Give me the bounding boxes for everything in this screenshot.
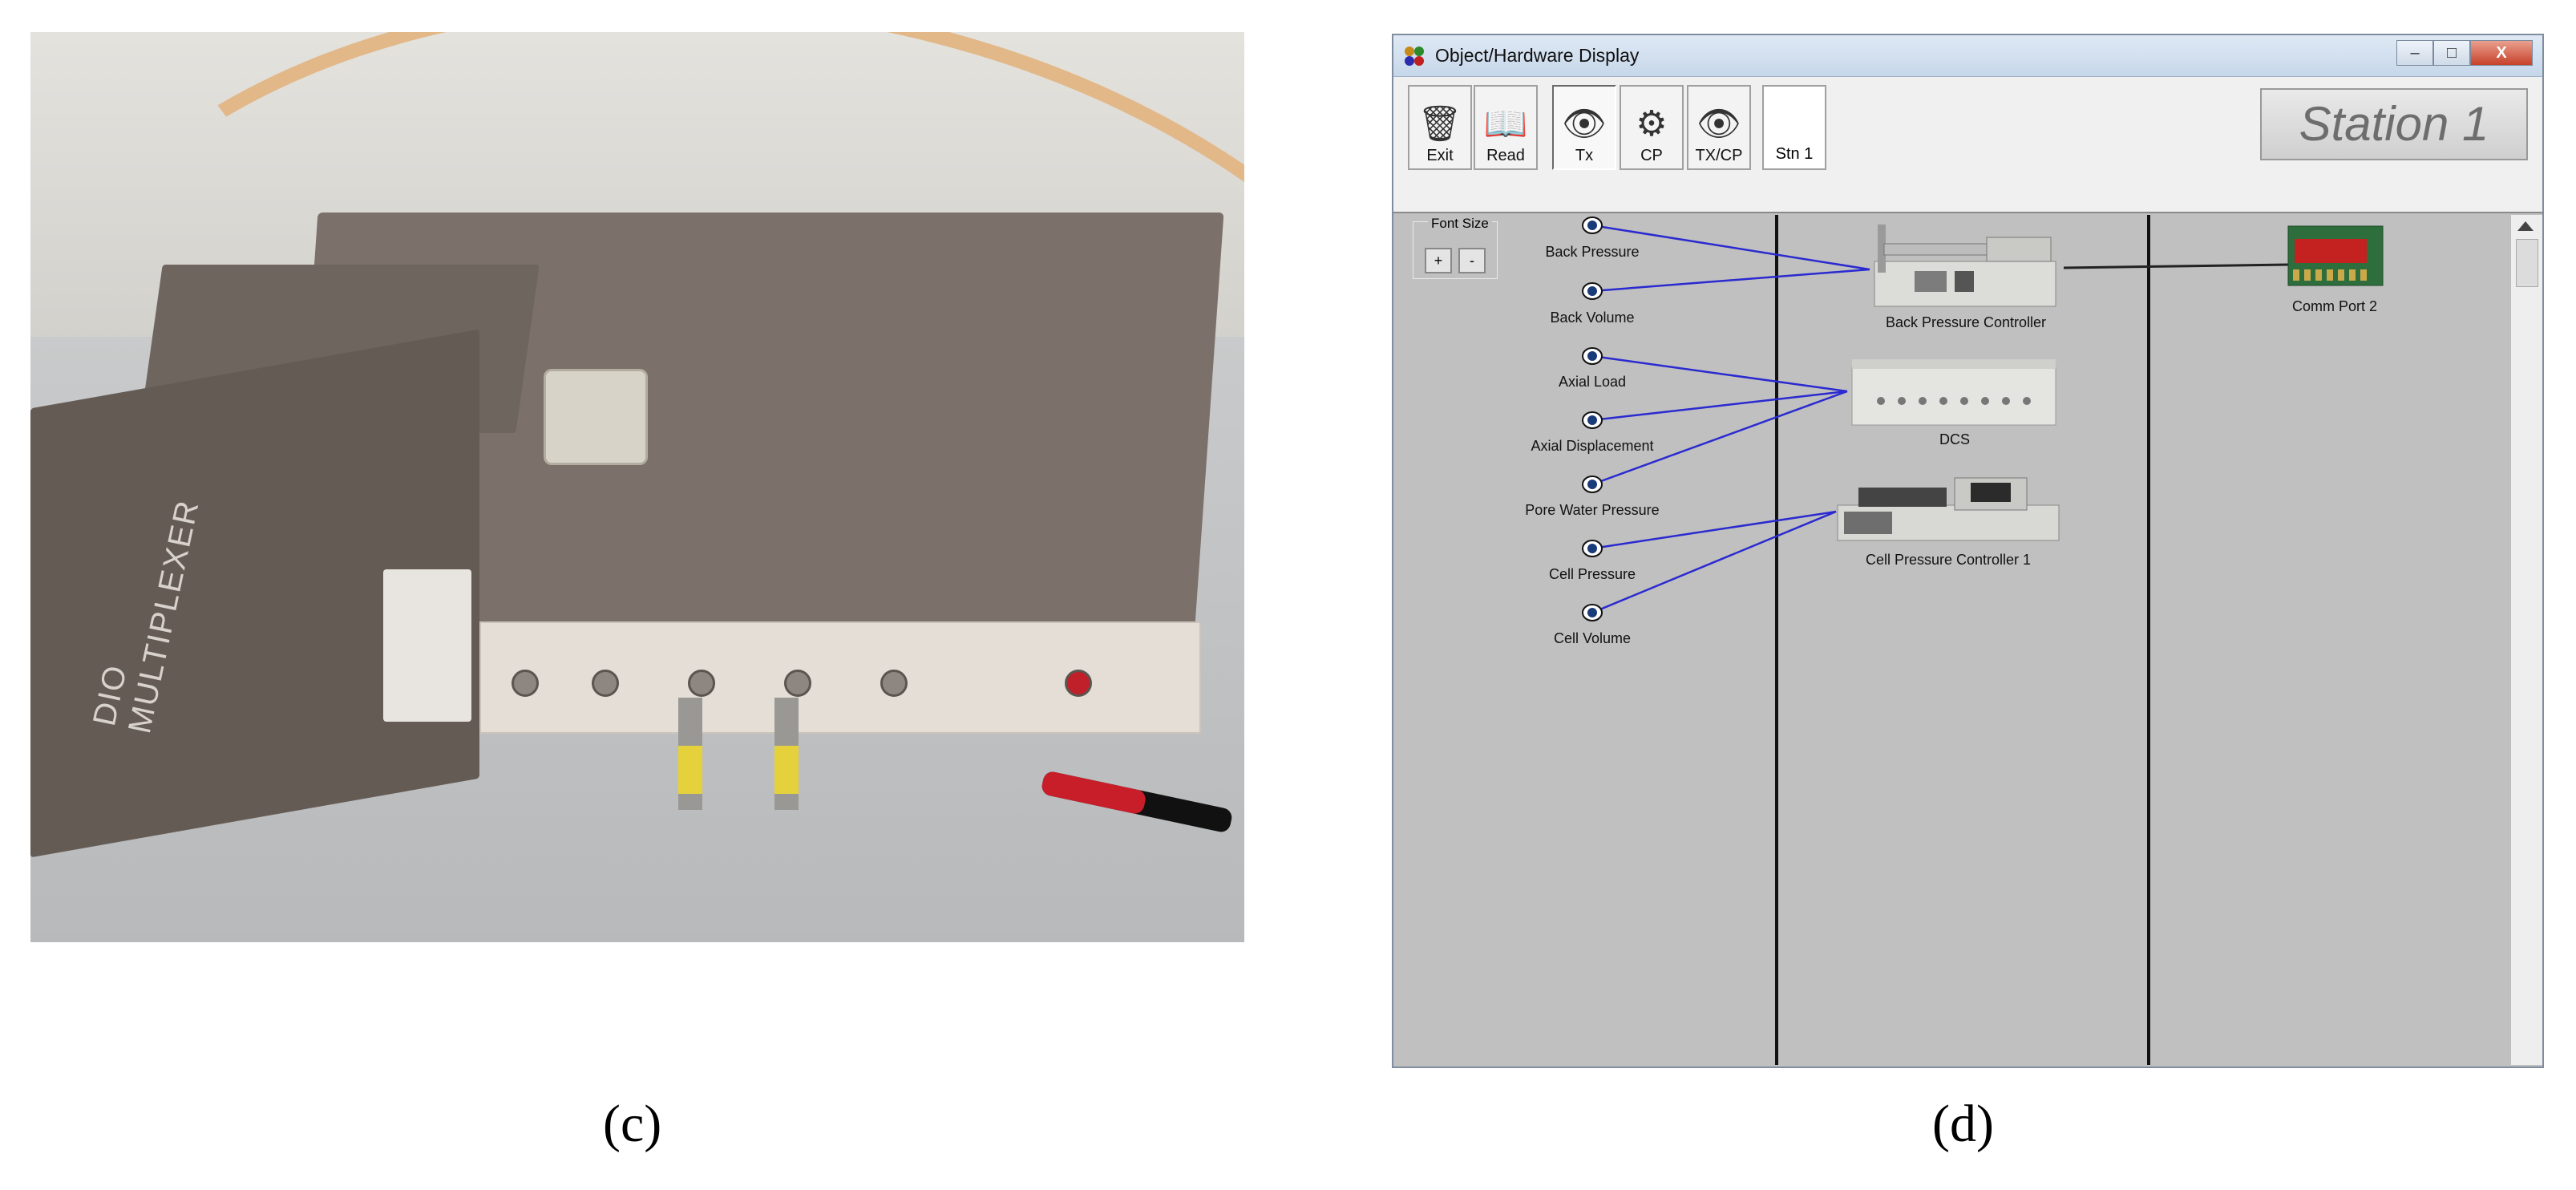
back-pressure-controller-icon[interactable]: [1866, 220, 2064, 310]
comm-port-icon[interactable]: [2285, 221, 2386, 290]
sensor-label: Back Pressure: [1545, 244, 1640, 260]
connection-lines: [1591, 224, 2289, 614]
front-port: [784, 670, 811, 697]
sensor-label: Cell Pressure: [1548, 566, 1636, 582]
multiplexer-logo-plate: [383, 569, 471, 722]
font-size-legend: Font Size: [1428, 216, 1492, 232]
device-label: Back Pressure Controller: [1885, 314, 2047, 330]
sensor-eye-icon[interactable]: [1582, 538, 1603, 559]
eye-icon: 👁: [1562, 104, 1607, 144]
exit-button[interactable]: 🗑 Exit: [1408, 85, 1472, 170]
read-button[interactable]: 📖 Read: [1474, 85, 1538, 170]
sensor-eye-icon[interactable]: [1582, 215, 1603, 236]
txcp-button[interactable]: 👁 TX/CP: [1687, 85, 1751, 170]
font-size-group: Font Size + -: [1413, 216, 1498, 279]
front-port: [512, 670, 539, 697]
caption-c: (c): [603, 1095, 662, 1153]
probe-cable: [678, 698, 702, 810]
column-divider: [2147, 215, 2150, 1065]
sensor-label: Axial Displacement: [1531, 438, 1654, 454]
orange-tube: [30, 32, 1244, 942]
device-label: DCS: [1939, 431, 1970, 447]
title-bar[interactable]: Object/Hardware Display – □ X: [1393, 35, 2542, 77]
trash-can-icon: 🗑: [1417, 104, 1462, 144]
cp-button[interactable]: ⚙ CP: [1620, 85, 1684, 170]
scroll-thumb[interactable]: [2516, 239, 2538, 287]
column-divider: [1775, 215, 1778, 1065]
sensor-label: Axial Load: [1558, 374, 1627, 390]
close-button[interactable]: X: [2470, 40, 2533, 66]
minimize-button[interactable]: –: [2396, 40, 2433, 66]
sensor-eye-icon[interactable]: [1582, 346, 1603, 366]
sensor-eye-icon[interactable]: [1582, 602, 1603, 623]
font-decrease-button[interactable]: -: [1458, 248, 1486, 273]
db-connector: [544, 369, 648, 465]
sensor-eye-icon[interactable]: [1582, 281, 1603, 302]
gears-icon: ⚙: [1636, 104, 1668, 144]
sensor-eye-icon[interactable]: [1582, 410, 1603, 431]
sensor-label: Cell Volume: [1553, 630, 1632, 646]
dcs-icon[interactable]: [1849, 356, 2059, 428]
front-port: [688, 670, 715, 697]
device-label: Comm Port 2: [2291, 298, 2378, 314]
cell-pressure-controller-icon[interactable]: [1834, 470, 2062, 544]
hardware-photo: DIO MULTIPLEXER: [30, 32, 1244, 942]
maximize-button[interactable]: □: [2433, 40, 2470, 66]
window-title: Object/Hardware Display: [1435, 45, 1640, 66]
front-port: [592, 670, 619, 697]
hardware-canvas: Font Size + - Back Pressure Back Volume …: [1397, 215, 2506, 1065]
font-increase-button[interactable]: +: [1425, 248, 1452, 273]
eye-gears-icon: 👁: [1696, 104, 1741, 144]
station-display: Station 1: [2260, 88, 2528, 160]
open-book-icon: 📖: [1483, 104, 1528, 144]
vertical-scrollbar[interactable]: [2510, 215, 2542, 1065]
power-indicator: [1065, 670, 1092, 697]
tx-button[interactable]: 👁 Tx: [1552, 85, 1616, 170]
app-icon: [1405, 47, 1424, 66]
sensor-label: Pore Water Pressure: [1525, 502, 1660, 518]
toolbar: 🗑 Exit 📖 Read 👁 Tx ⚙ CP 👁 TX/CP Stn 1 St…: [1393, 77, 2542, 213]
scroll-up-icon[interactable]: [2517, 221, 2534, 231]
caption-d: (d): [1932, 1095, 1994, 1153]
front-port: [880, 670, 908, 697]
object-hardware-window: Object/Hardware Display – □ X 🗑 Exit 📖 R…: [1392, 34, 2544, 1068]
sensor-label: Back Volume: [1550, 310, 1635, 326]
sensor-eye-icon[interactable]: [1582, 474, 1603, 495]
probe-cable: [774, 698, 799, 810]
station-button[interactable]: Stn 1: [1762, 85, 1826, 170]
device-label: Cell Pressure Controller 1: [1865, 552, 2032, 568]
